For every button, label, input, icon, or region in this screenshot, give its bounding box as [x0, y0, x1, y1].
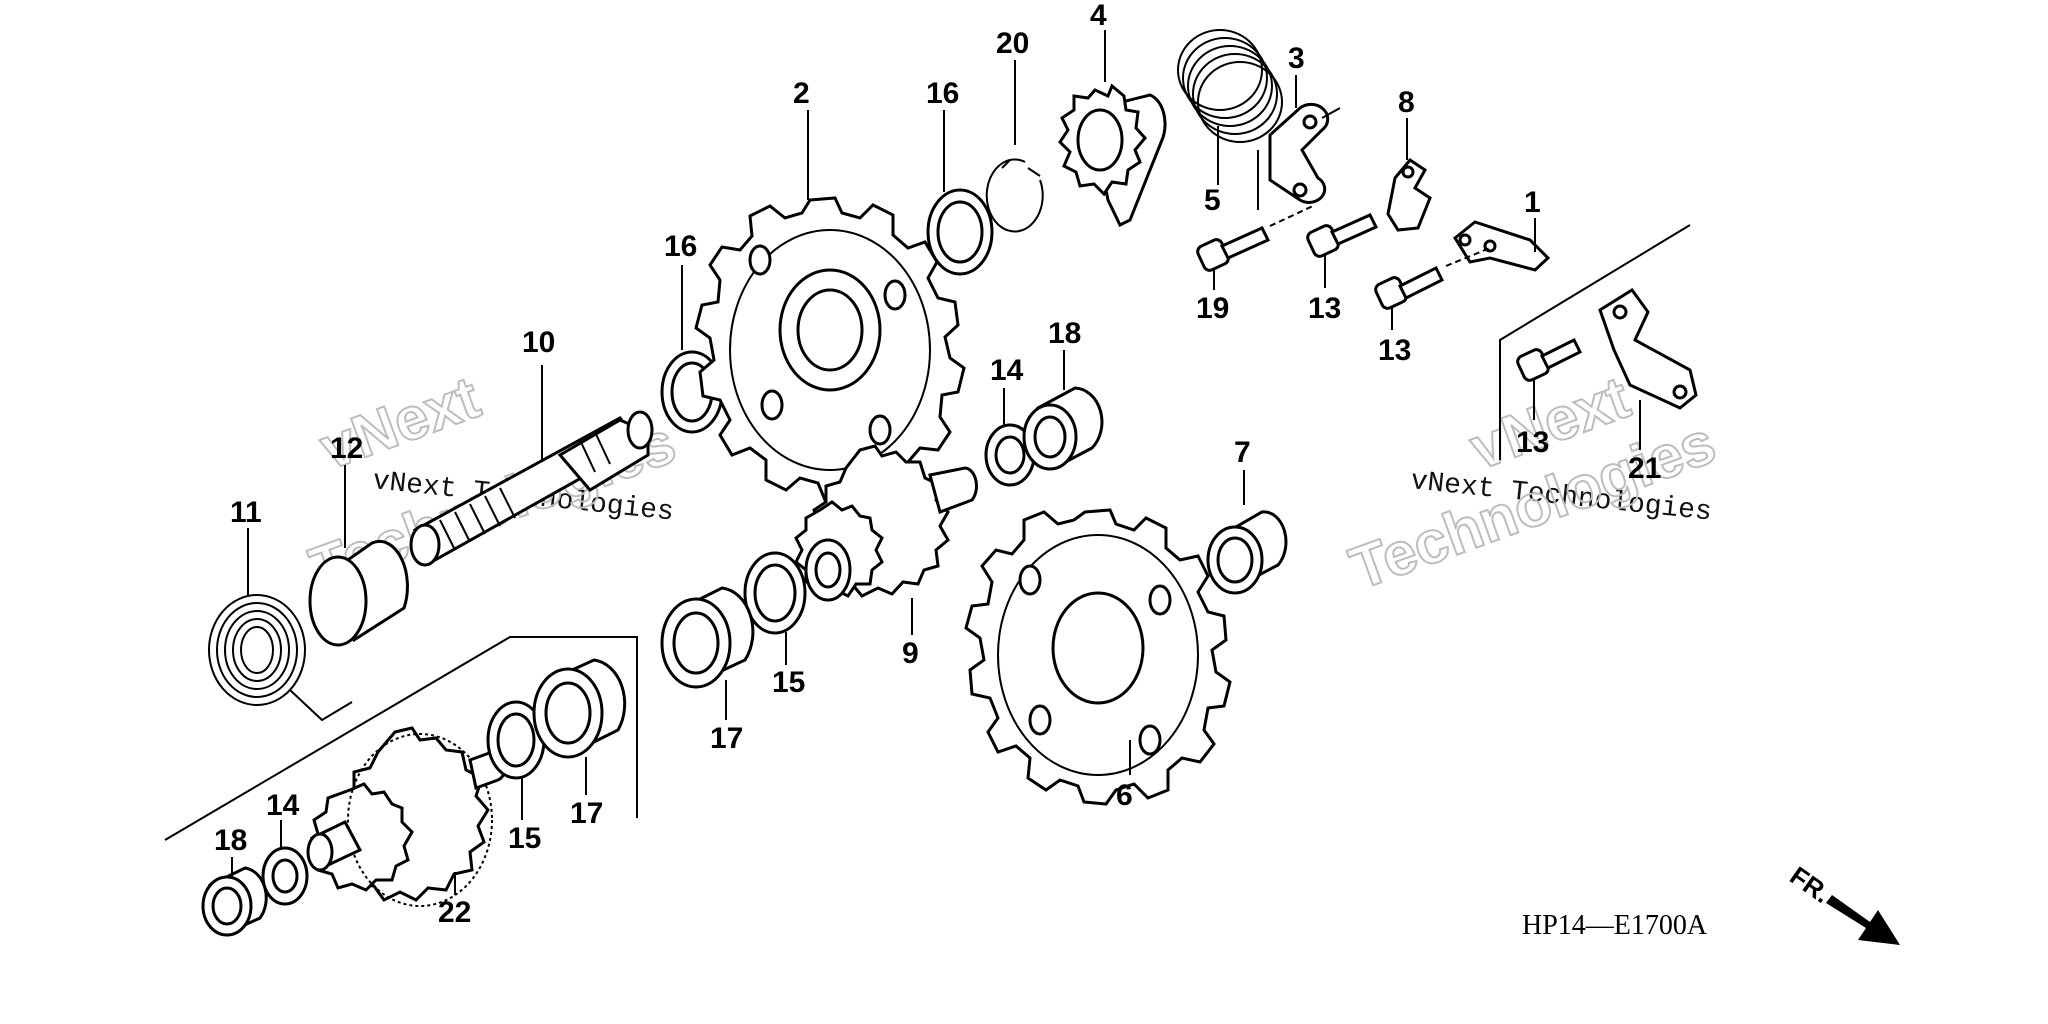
shaft-icon	[409, 410, 654, 567]
callout-6: 6	[1116, 779, 1133, 812]
gear-icon	[694, 196, 966, 502]
callout-13c: 13	[1516, 426, 1549, 459]
washer-icon	[261, 846, 309, 906]
callout-10: 10	[522, 326, 555, 359]
bolt-icon	[1196, 204, 1316, 272]
gear-icon	[964, 508, 1232, 806]
washer-icon	[486, 700, 546, 780]
diagram-code: HP14—E1700A	[1522, 910, 1708, 941]
spring-icon	[1177, 29, 1283, 143]
callout-22: 22	[438, 896, 471, 929]
bolt-icon	[1374, 247, 1491, 310]
callout-21: 21	[1628, 452, 1661, 485]
callout-17-lower: 17	[570, 797, 603, 830]
washer-icon	[984, 423, 1036, 487]
bearing-icon	[660, 586, 755, 689]
bracket-icon	[1598, 287, 1698, 410]
group-line-right	[1499, 224, 1691, 460]
callout-8: 8	[1398, 86, 1415, 119]
callout-18-lower: 18	[214, 824, 247, 857]
callout-3: 3	[1288, 42, 1305, 75]
bearing-icon	[1022, 386, 1104, 471]
callout-1: 1	[1524, 186, 1541, 219]
group-line-lower-left	[164, 636, 638, 841]
callout-14-lower: 14	[266, 789, 300, 822]
washer-icon	[926, 188, 994, 276]
callout-15-mid: 15	[772, 666, 805, 699]
gear-icon	[306, 726, 507, 907]
callout-17-mid: 17	[710, 722, 743, 755]
callout-13b: 13	[1378, 334, 1411, 367]
bearing-icon	[308, 539, 409, 647]
gear-icon	[1058, 83, 1167, 228]
callout-20: 20	[996, 27, 1029, 60]
bolt-icon	[1306, 213, 1379, 258]
callout-11: 11	[230, 496, 262, 529]
spring-icon	[208, 594, 353, 722]
callout-12: 12	[330, 432, 363, 465]
arrow-icon: FR.	[1785, 860, 1900, 945]
callout-5: 5	[1204, 184, 1221, 217]
bearing-icon	[201, 866, 268, 937]
bracket-icon	[1386, 158, 1432, 232]
callout-13a: 13	[1308, 292, 1341, 325]
bracket-icon	[1268, 102, 1341, 204]
callout-18-mid: 18	[1048, 317, 1081, 350]
gear-icon	[794, 444, 978, 602]
callout-2: 2	[793, 77, 810, 110]
bracket-icon	[1453, 220, 1551, 272]
callout-14-mid: 14	[990, 354, 1024, 387]
callout-labels: 1 2 3 4 5 6 7 8 9 10 11 12 13 13 13 14 1…	[214, 0, 1661, 929]
callout-7: 7	[1234, 436, 1251, 469]
callout-16-lower: 16	[664, 230, 697, 263]
circlip-icon	[985, 158, 1044, 233]
callout-19: 19	[1196, 292, 1229, 325]
bolt-icon	[1516, 337, 1583, 382]
bearing-icon	[532, 658, 627, 759]
callout-4: 4	[1090, 0, 1107, 32]
callout-16-upper: 16	[926, 77, 959, 110]
callout-15-lower: 15	[508, 822, 541, 855]
bearing-icon	[1206, 510, 1288, 595]
washer-icon	[743, 551, 807, 635]
callout-9: 9	[902, 637, 919, 670]
